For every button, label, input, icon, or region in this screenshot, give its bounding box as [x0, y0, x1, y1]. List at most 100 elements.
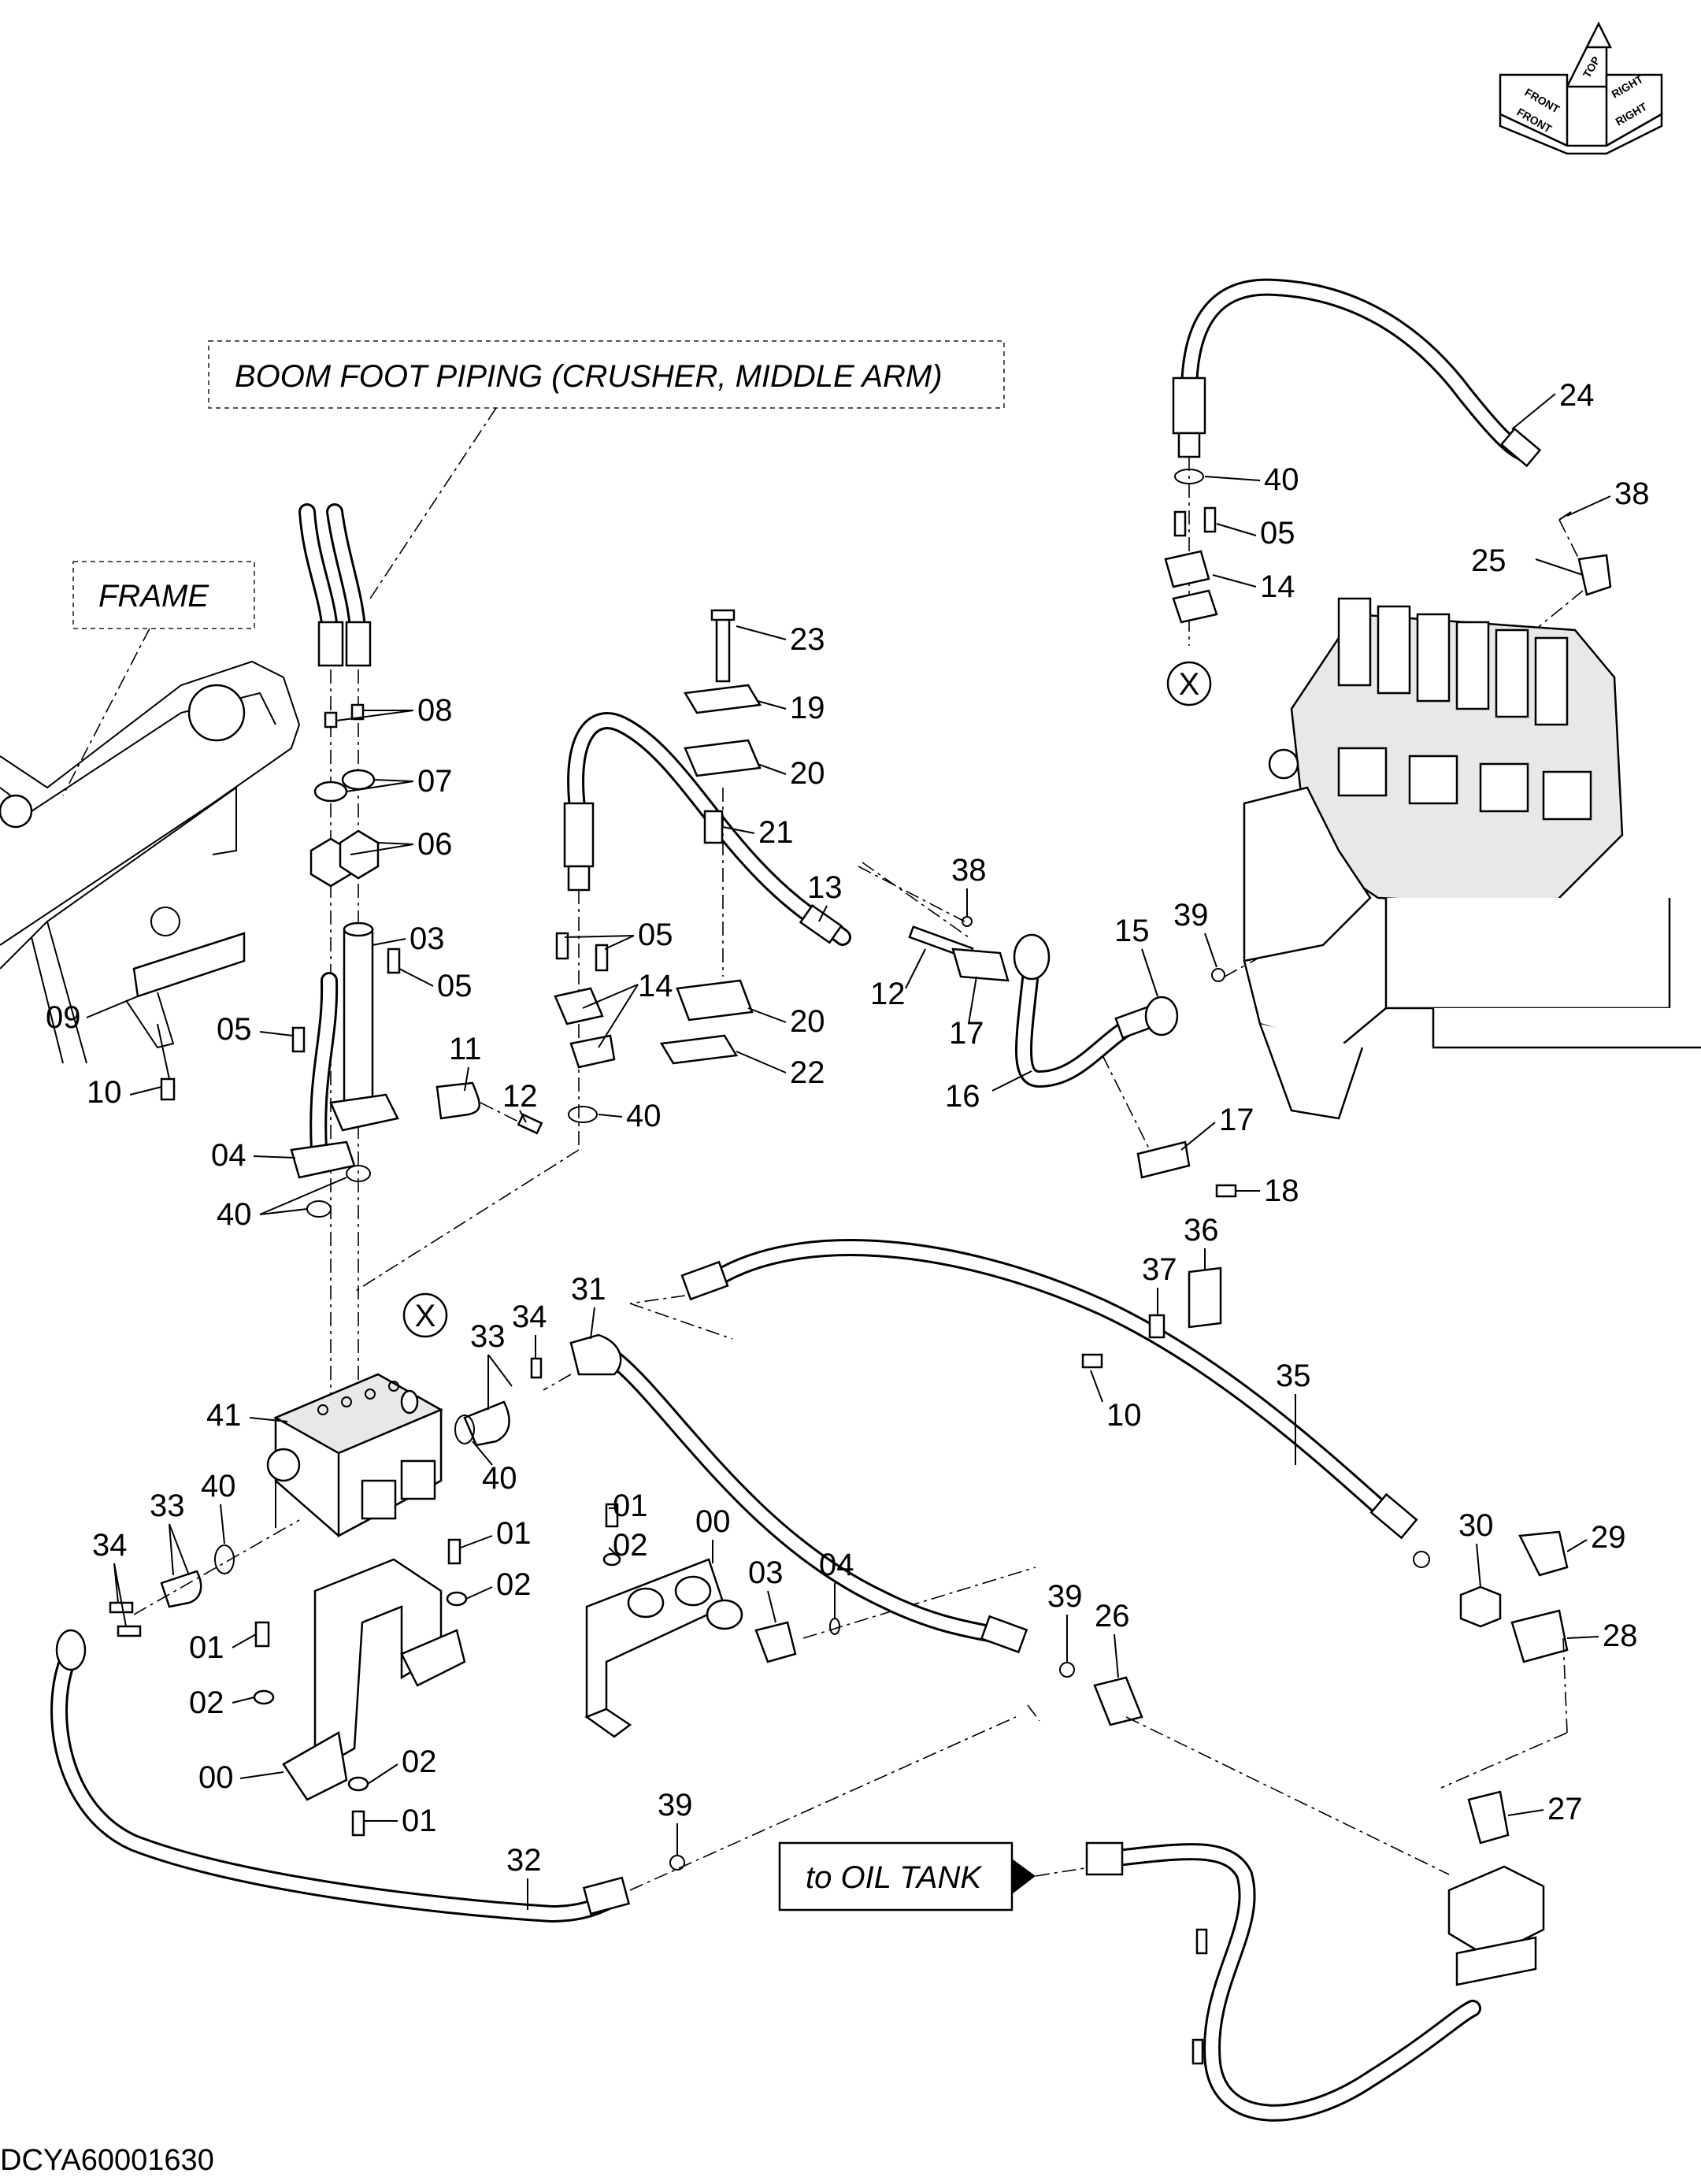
callout-03: 03: [410, 921, 445, 956]
callout-01-d: 01: [402, 1804, 437, 1838]
oring-39a: [1211, 968, 1225, 982]
clamp-14b: [1172, 589, 1218, 624]
callout-12-b: 12: [870, 977, 906, 1011]
callout-40: 40: [1264, 462, 1299, 497]
callout-39-c: 39: [658, 1788, 693, 1822]
callout-00-b: 00: [198, 1760, 234, 1795]
oring-39c: [1059, 1662, 1075, 1678]
oring-40c: [568, 1106, 598, 1123]
oring-38b: [1558, 511, 1572, 521]
callout-02: 02: [496, 1567, 532, 1602]
fitting-03: [754, 1621, 797, 1663]
callout-28: 28: [1603, 1619, 1638, 1653]
bolt-05a: [387, 947, 401, 974]
callout-03-b: 03: [748, 1555, 784, 1590]
callout-04: 04: [211, 1138, 246, 1173]
callout-01: 01: [496, 1516, 532, 1551]
callout-39: 39: [1173, 898, 1209, 933]
callout-40-d: 40: [482, 1461, 517, 1496]
bolt-01b: [254, 1621, 270, 1648]
callout-02-c: 02: [189, 1685, 224, 1720]
fitting-26: [1093, 1676, 1143, 1726]
callout-35: 35: [1276, 1359, 1311, 1393]
callout-05-c: 05: [217, 1012, 252, 1047]
control-valve: [1243, 597, 1701, 1120]
callout-19: 19: [790, 691, 825, 725]
callout-00: 00: [695, 1504, 731, 1539]
fitting-25: [1577, 554, 1612, 596]
callout-36: 36: [1184, 1213, 1219, 1248]
callout-14: 14: [1260, 569, 1295, 604]
plate-36: [1188, 1266, 1222, 1329]
note-frame: FRAME: [62, 561, 255, 796]
oil-tank-pipe: [1085, 1841, 1545, 2122]
marker-x-bottom: X: [402, 1292, 448, 1338]
hose-13: [354, 712, 851, 1292]
bolt-05c: [1173, 510, 1187, 537]
bolt-10b: [1081, 1353, 1103, 1369]
bracket-00-center: [584, 1558, 743, 1738]
callout-01-c: 01: [189, 1630, 224, 1665]
callout-05: 05: [1260, 516, 1295, 551]
callout-40-c: 40: [217, 1197, 252, 1232]
callout-31: 31: [571, 1272, 606, 1307]
callout-32: 32: [506, 1843, 542, 1878]
bolt-34a: [530, 1357, 543, 1379]
clamp-14a: [1164, 550, 1210, 588]
callout-11: 11: [449, 1032, 482, 1066]
svg-text:X: X: [415, 1299, 436, 1333]
callout-33: 33: [470, 1319, 506, 1354]
bolt-01d: [605, 1503, 619, 1528]
washer-02b: [253, 1689, 275, 1705]
fitting-29: [1518, 1530, 1569, 1577]
hose-35: [629, 1239, 1418, 1540]
callout-37: 37: [1142, 1252, 1177, 1287]
callout-06: 06: [417, 827, 453, 862]
svg-text:X: X: [1179, 667, 1200, 702]
callout-20: 20: [790, 756, 825, 791]
callout-07: 07: [417, 764, 453, 799]
callout-12: 12: [502, 1079, 538, 1114]
callout-labels: 24 40 38 05 14 25 23 19 20 21 08 07 06 0…: [46, 378, 1650, 1910]
hose-24: [1172, 278, 1542, 646]
callout-16: 16: [945, 1079, 980, 1114]
callout-10-b: 10: [1106, 1398, 1142, 1433]
note-frame-text: FRAME: [98, 579, 209, 614]
hose-32: [50, 1629, 1017, 1923]
pipe-16: [862, 862, 1158, 1151]
callout-30: 30: [1458, 1508, 1494, 1543]
fitting-30: [1459, 1585, 1502, 1628]
bolt-01c: [351, 1810, 365, 1837]
callout-34-b: 34: [92, 1528, 128, 1563]
bracket-09: [125, 932, 246, 1101]
callout-20-b: 20: [790, 1004, 825, 1039]
callout-04-b: 04: [819, 1548, 854, 1582]
direction-indicator: TOP FRONT FRONT RIGHT RIGHT: [1499, 21, 1663, 155]
callout-29: 29: [1591, 1520, 1626, 1555]
oring-39b: [1413, 1551, 1430, 1568]
callout-39-b: 39: [1047, 1579, 1083, 1614]
oring-40f: [214, 1544, 235, 1574]
callout-34: 34: [512, 1300, 547, 1334]
boom-foot-hoses: [298, 503, 372, 1418]
note-oil-tank-text: to OIL TANK: [806, 1860, 983, 1895]
manifold-41: [266, 1373, 443, 1538]
callout-23: 23: [790, 622, 825, 657]
washer-02c: [347, 1776, 369, 1792]
bolt-01a: [447, 1538, 461, 1565]
callout-38-b: 38: [951, 853, 987, 888]
clamp-33a: [463, 1400, 510, 1447]
hose-31: [543, 1333, 1028, 1654]
note-boom-foot: BOOM FOOT PIPING (CRUSHER, MIDDLE ARM): [208, 340, 1005, 599]
bolt-18: [1215, 1184, 1237, 1198]
oring-40e: [454, 1415, 475, 1444]
callout-14-b: 14: [638, 969, 673, 1003]
oring-39d: [669, 1855, 685, 1871]
callout-08: 08: [417, 693, 453, 728]
bolt-05b: [291, 1026, 306, 1053]
fittings-08-07-06: [309, 703, 380, 888]
callout-27: 27: [1547, 1792, 1583, 1826]
oring-40d: [1174, 469, 1204, 484]
callout-02-d: 02: [402, 1745, 437, 1779]
bolt-05d: [1203, 506, 1217, 533]
